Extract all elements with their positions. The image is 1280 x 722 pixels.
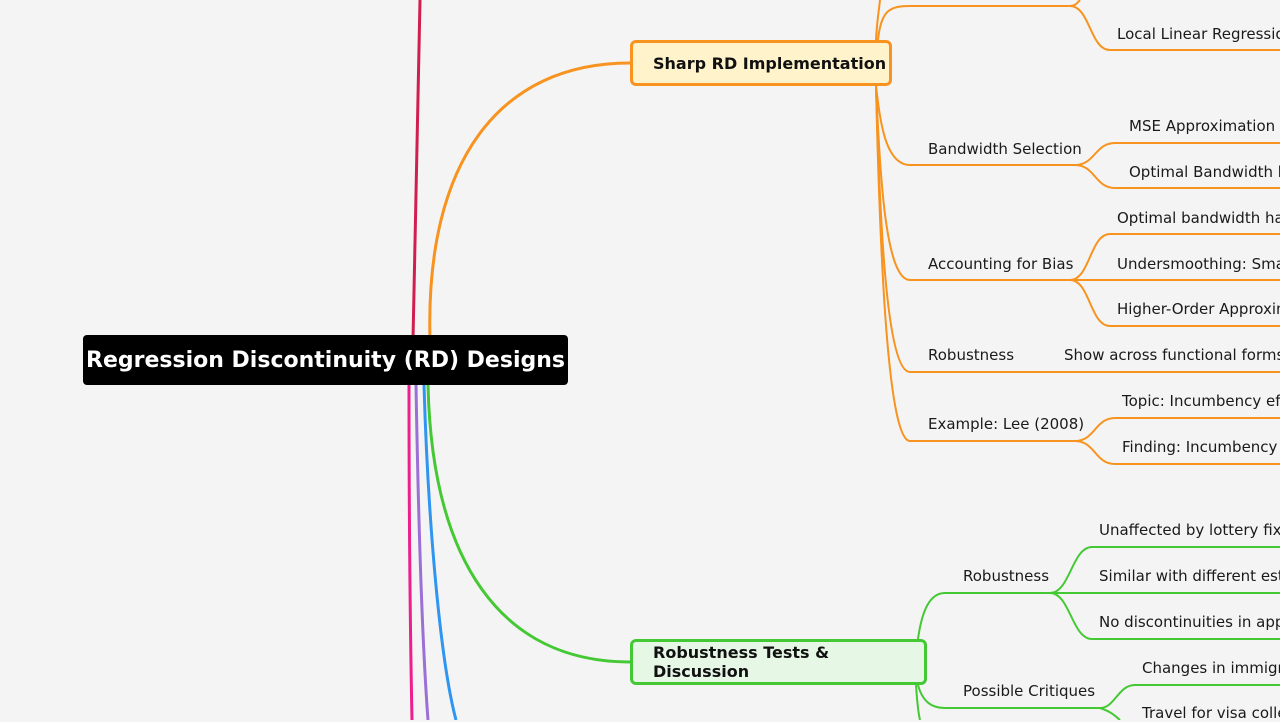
- different-estimates-node[interactable]: Similar with different estim: [1099, 567, 1280, 585]
- magenta-branch-line: [407, 384, 414, 720]
- robustness-tests-title: Robustness Tests & Discussion: [653, 643, 830, 681]
- higher-order-node[interactable]: Higher-Order Approxim: [1117, 300, 1280, 318]
- visa-travel-node[interactable]: Travel for visa collec: [1142, 704, 1280, 722]
- example-lee-node[interactable]: Example: Lee (2008): [928, 415, 1085, 433]
- topic-incumbency-node[interactable]: Topic: Incumbency effe: [1122, 392, 1280, 410]
- sharp-branch-line: [428, 61, 631, 341]
- sharp-robustness-node[interactable]: Robustness: [928, 346, 1015, 364]
- lottery-fixed-node[interactable]: Unaffected by lottery fixed: [1099, 521, 1280, 539]
- immigration-changes-node[interactable]: Changes in immigra: [1142, 659, 1280, 677]
- robustness-tests-node[interactable]: Robustness Tests & Discussion: [630, 639, 927, 685]
- purple-branch-line: [414, 384, 430, 720]
- bandwidth-selection-node[interactable]: Bandwidth Selection: [928, 140, 1082, 158]
- functional-forms-node[interactable]: Show across functional forms, b: [1064, 346, 1280, 364]
- undersmoothing-node[interactable]: Undersmoothing: Small: [1117, 255, 1280, 273]
- finding-incumbency-node[interactable]: Finding: Incumbency ra: [1122, 438, 1280, 456]
- root-node[interactable]: Regression Discontinuity (RD) Designs: [83, 335, 568, 385]
- optimal-bandwidth-node[interactable]: Optimal Bandwidth h_: [1129, 163, 1280, 181]
- sharp-rd-node[interactable]: Sharp RD Implementation: [630, 40, 892, 86]
- root-title: Regression Discontinuity (RD) Designs: [86, 347, 565, 373]
- robust-robustness-node[interactable]: Robustness: [963, 567, 1050, 585]
- blue-branch-line: [422, 384, 458, 720]
- local-linear-regression-node[interactable]: Local Linear Regression: [1117, 25, 1280, 43]
- accounting-for-bias-node[interactable]: Accounting for Bias: [928, 255, 1074, 273]
- robust-branch-line: [426, 384, 631, 664]
- crimson-branch-line: [411, 0, 422, 341]
- optimal-bandwidth-has-node[interactable]: Optimal bandwidth has: [1117, 209, 1280, 227]
- no-discontinuities-node[interactable]: No discontinuities in appli: [1099, 613, 1280, 631]
- sharp-rd-title: Sharp RD Implementation: [653, 53, 887, 73]
- mse-approximation-node[interactable]: MSE Approximation (C: [1129, 117, 1280, 135]
- possible-critiques-node[interactable]: Possible Critiques: [963, 682, 1096, 700]
